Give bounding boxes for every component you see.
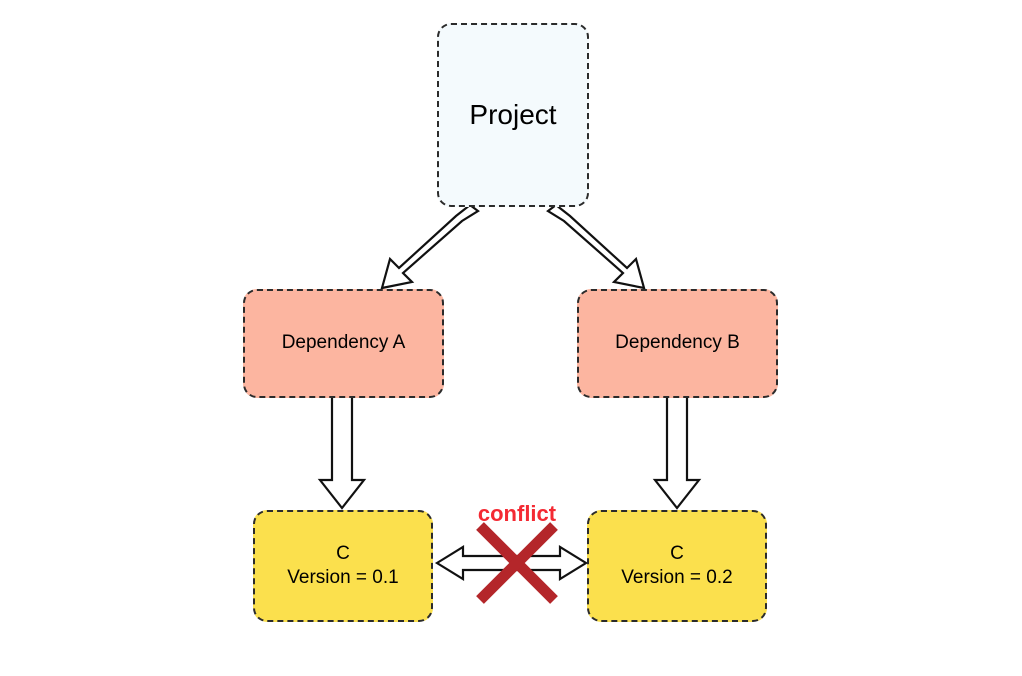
node-package-c-right[interactable]: C Version = 0.2	[587, 510, 767, 622]
node-dependency-a[interactable]: Dependency A	[243, 289, 444, 398]
node-dependency-a-label: Dependency A	[281, 332, 406, 354]
node-dependency-b[interactable]: Dependency B	[577, 289, 778, 398]
node-package-c-right-version: Version = 0.2	[621, 567, 733, 588]
node-package-c-right-name: C	[670, 542, 684, 564]
cross-mark-icon	[472, 518, 562, 608]
node-project-label: Project	[469, 99, 557, 131]
node-package-c-left[interactable]: C Version = 0.1	[253, 510, 433, 622]
node-project[interactable]: Project	[437, 23, 589, 207]
conflict-label: conflict	[477, 501, 557, 526]
node-dependency-b-label: Dependency B	[615, 332, 740, 354]
node-package-c-left-version: Version = 0.1	[287, 567, 399, 588]
node-package-c-left-name: C	[336, 542, 350, 564]
